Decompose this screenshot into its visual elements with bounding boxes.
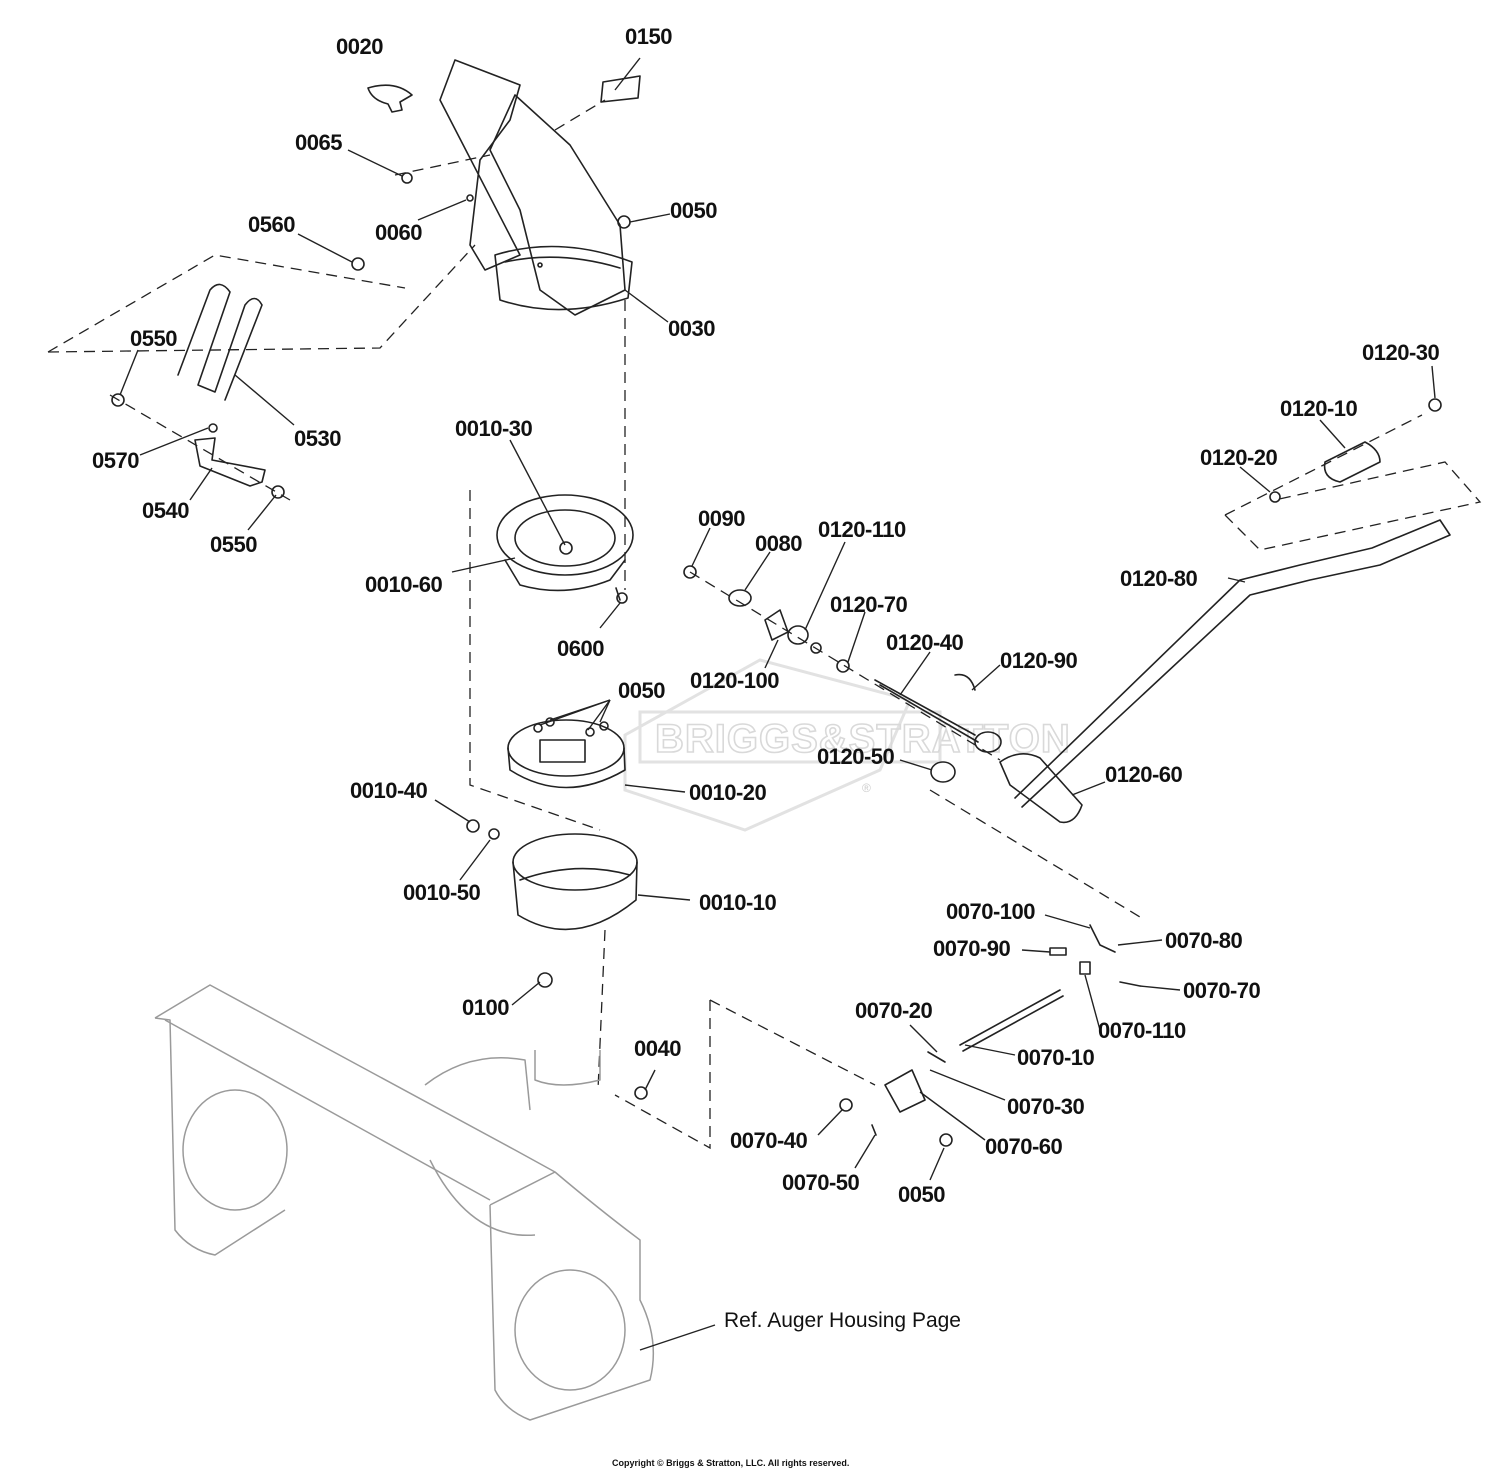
- callout-0560: 0560: [248, 212, 295, 237]
- callout-0550-upper: 0550: [130, 326, 177, 351]
- callout-0020: 0020: [336, 34, 383, 59]
- callout-0050-top: 0050: [670, 198, 717, 223]
- chute-gear-ring: [466, 819, 638, 931]
- callout-0070-10: 0070-10: [1017, 1045, 1095, 1070]
- callout-0540: 0540: [142, 498, 189, 523]
- callout-0120-80: 0120-80: [1120, 566, 1198, 591]
- callout-0070-50: 0070-50: [782, 1170, 860, 1195]
- callout-0050-middle: 0050: [618, 678, 665, 703]
- callout-0030: 0030: [668, 316, 715, 341]
- chute-tilt-assembly: [839, 924, 1141, 1147]
- callout-0120-30: 0120-30: [1362, 340, 1440, 365]
- callout-0600: 0600: [557, 636, 604, 661]
- reference-note: Ref. Auger Housing Page: [724, 1309, 961, 1332]
- auger-housing: [154, 984, 655, 1421]
- callout-0120-70: 0120-70: [830, 592, 908, 617]
- callout-0120-110: 0120-110: [818, 517, 906, 542]
- callout-labels: 0020 0150 0065 0060 0050 0560 0030 0550 …: [92, 24, 1440, 1207]
- chute-ring-lower: [507, 717, 626, 789]
- callout-0010-40: 0010-40: [350, 778, 428, 803]
- small-bolts-bottom: [537, 972, 648, 1100]
- callout-0070-40: 0070-40: [730, 1128, 808, 1153]
- discharge-chute: [439, 59, 633, 316]
- callout-0010-10: 0010-10: [699, 890, 777, 915]
- assembly-dashed-lines: [47, 99, 1482, 1150]
- chute-rod-hanger: [111, 283, 285, 499]
- callout-0010-30: 0010-30: [455, 416, 533, 441]
- callout-0120-10: 0120-10: [1280, 396, 1358, 421]
- callout-0120-90: 0120-90: [1000, 648, 1078, 673]
- callout-0070-20: 0070-20: [855, 998, 933, 1023]
- callout-0120-60: 0120-60: [1105, 762, 1183, 787]
- callout-0080: 0080: [755, 531, 802, 556]
- copyright-notice: Copyright © Briggs & Stratton, LLC. All …: [612, 1458, 849, 1468]
- decal: [600, 75, 641, 103]
- callout-0090: 0090: [698, 506, 745, 531]
- callout-0070-110: 0070-110: [1098, 1018, 1186, 1043]
- leader-lines: [119, 57, 1436, 1351]
- callout-0120-50: 0120-50: [817, 744, 895, 769]
- callout-0065: 0065: [295, 130, 342, 155]
- callout-0050-bottom: 0050: [898, 1182, 945, 1207]
- callout-0070-60: 0070-60: [985, 1134, 1063, 1159]
- callout-0550-lower: 0550: [210, 532, 257, 557]
- callout-0070-70: 0070-70: [1183, 978, 1261, 1003]
- crank-knob: [1269, 398, 1442, 503]
- chute-ring-upper: [496, 494, 634, 604]
- callout-0010-50: 0010-50: [403, 880, 481, 905]
- callout-0010-20: 0010-20: [689, 780, 767, 805]
- small-fasteners-top: [351, 172, 631, 271]
- callout-0070-80: 0070-80: [1165, 928, 1243, 953]
- callout-0010-60: 0010-60: [365, 572, 443, 597]
- chute-deflector-knob: [367, 84, 413, 113]
- callout-0040: 0040: [634, 1036, 681, 1061]
- callout-0120-20: 0120-20: [1200, 445, 1278, 470]
- callout-0120-40: 0120-40: [886, 630, 964, 655]
- callout-0150: 0150: [625, 24, 672, 49]
- crank-assembly: [683, 519, 1451, 824]
- callout-0070-30: 0070-30: [1007, 1094, 1085, 1119]
- watermark-registered-mark: ®: [862, 781, 871, 795]
- callout-0530: 0530: [294, 426, 341, 451]
- callout-0100: 0100: [462, 995, 509, 1020]
- callout-0070-90: 0070-90: [933, 936, 1011, 961]
- callout-0070-100: 0070-100: [946, 899, 1035, 924]
- callout-0060: 0060: [375, 220, 422, 245]
- callout-0120-100: 0120-100: [690, 668, 779, 693]
- callout-0570: 0570: [92, 448, 139, 473]
